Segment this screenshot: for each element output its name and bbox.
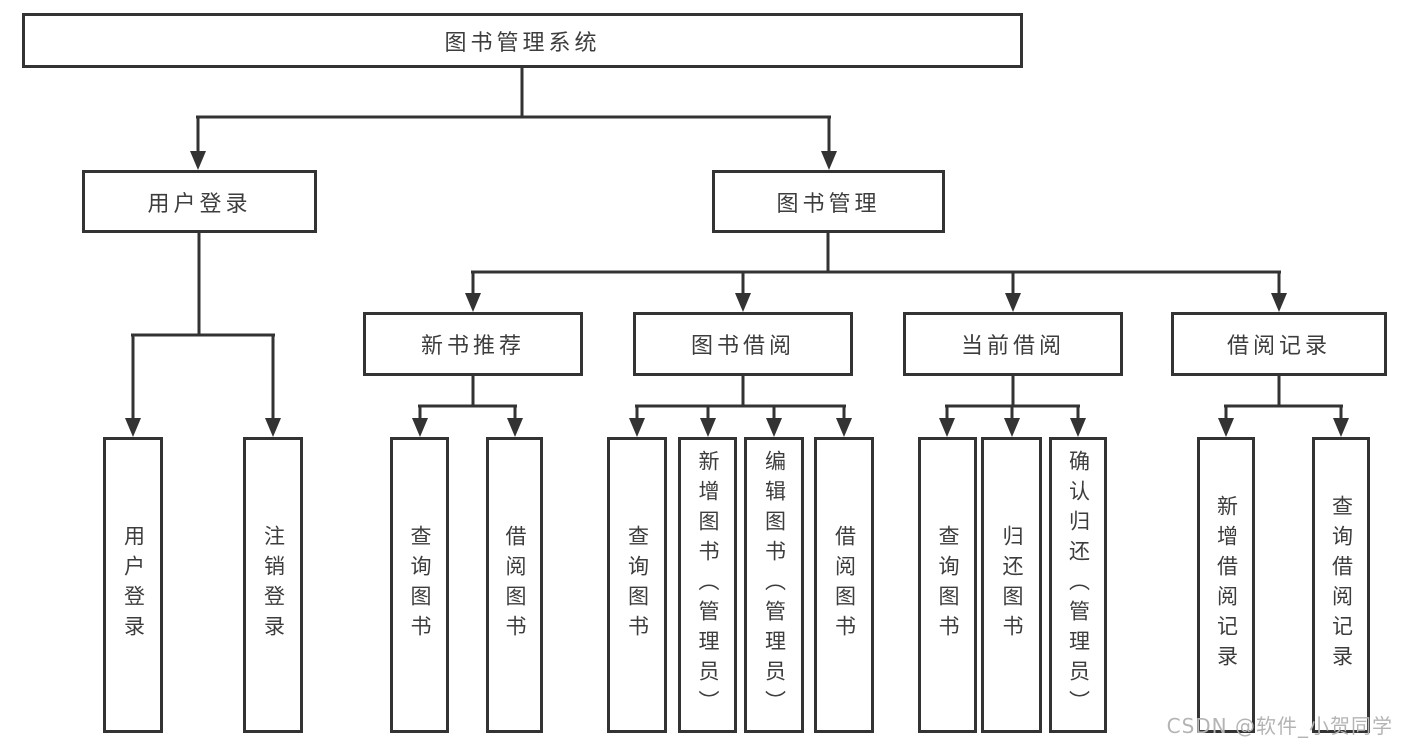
leaf-borrow-books-borrow: 借阅图书 — [814, 437, 874, 733]
leaf-add-book-admin-label: 新增图书（管理员） — [696, 450, 720, 720]
leaf-query-books-borrow-label: 查询图书 — [625, 525, 650, 645]
node-book-borrow: 图书借阅 — [633, 312, 853, 376]
leaf-edit-book-admin-label: 编辑图书（管理员） — [762, 450, 787, 720]
leaf-confirm-return-admin: 确认归还（管理员） — [1049, 437, 1107, 733]
leaf-borrow-books-recommend: 借阅图书 — [486, 437, 543, 733]
leaf-return-book: 归还图书 — [981, 437, 1042, 733]
node-book-management-label: 图书管理 — [776, 191, 881, 217]
leaf-borrow-books-recommend-label: 借阅图书 — [503, 525, 527, 645]
csdn-watermark: CSDN @软件_小贺同学 — [1166, 714, 1393, 738]
connector-user-login-junction — [125, 233, 281, 437]
connector-book-borrow-junction — [629, 376, 852, 437]
connector-new-book-recommend-junction — [412, 376, 523, 437]
leaf-add-borrow-record-label: 新增借阅记录 — [1214, 495, 1239, 675]
leaf-edit-book-admin: 编辑图书（管理员） — [744, 437, 804, 733]
node-current-borrow: 当前借阅 — [903, 312, 1123, 376]
leaf-logout-label: 注销登录 — [261, 525, 286, 645]
leaf-query-books-current: 查询图书 — [918, 437, 977, 733]
connector-current-borrow-junction — [939, 376, 1086, 437]
connector-book-management-junction — [465, 233, 1287, 312]
node-library-management-system-label: 图书管理系统 — [444, 30, 601, 56]
leaf-query-books-current-label: 查询图书 — [936, 525, 960, 645]
leaf-query-books-recommend: 查询图书 — [390, 437, 449, 733]
node-book-management: 图书管理 — [712, 170, 945, 233]
node-new-book-recommend: 新书推荐 — [363, 312, 583, 376]
leaf-confirm-return-admin-label: 确认归还（管理员） — [1066, 450, 1091, 720]
node-new-book-recommend-label: 新书推荐 — [420, 334, 525, 359]
node-book-borrow-label: 图书借阅 — [690, 334, 795, 359]
connector-root-junction — [190, 68, 837, 170]
node-borrow-records-label: 借阅记录 — [1226, 334, 1331, 359]
leaf-borrow-books-borrow-label: 借阅图书 — [832, 525, 857, 645]
leaf-return-book-label: 归还图书 — [1000, 525, 1024, 645]
leaf-query-borrow-record-label: 查询借阅记录 — [1329, 495, 1354, 675]
leaf-query-books-recommend-label: 查询图书 — [408, 525, 432, 645]
leaf-query-books-borrow: 查询图书 — [607, 437, 667, 733]
node-user-login: 用户登录 — [82, 170, 317, 233]
leaf-user-login: 用户登录 — [103, 437, 163, 733]
node-borrow-records: 借阅记录 — [1171, 312, 1387, 376]
node-library-management-system: 图书管理系统 — [22, 13, 1023, 68]
connector-borrow-records-junction — [1218, 376, 1349, 437]
node-current-borrow-label: 当前借阅 — [960, 334, 1065, 359]
leaf-user-login-label: 用户登录 — [121, 525, 146, 645]
leaf-query-borrow-record: 查询借阅记录 — [1312, 437, 1370, 733]
leaf-logout: 注销登录 — [243, 437, 303, 733]
leaf-add-book-admin: 新增图书（管理员） — [678, 437, 737, 733]
node-user-login-label: 用户登录 — [147, 191, 252, 217]
leaf-add-borrow-record: 新增借阅记录 — [1197, 437, 1255, 733]
